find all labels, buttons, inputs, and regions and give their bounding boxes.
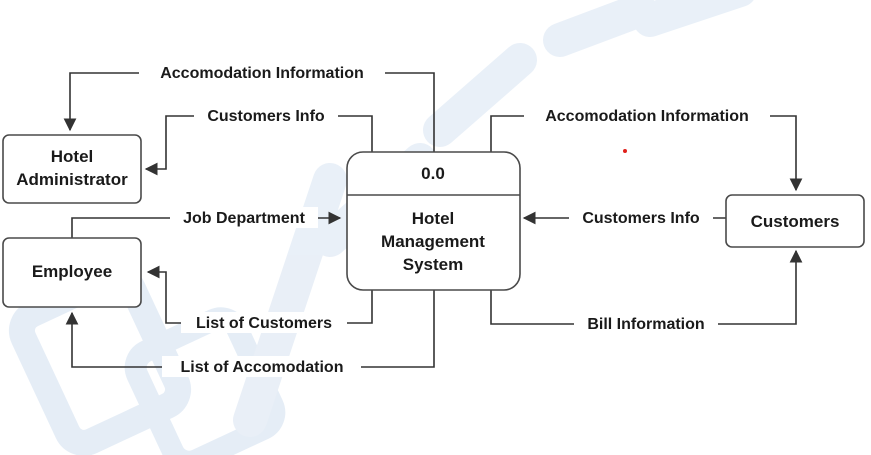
- svg-text:Accomodation Information: Accomodation Information: [160, 65, 364, 82]
- svg-text:Administrator: Administrator: [16, 170, 128, 189]
- svg-text:List of Accomodation: List of Accomodation: [181, 359, 344, 376]
- entity-hotel-administrator: Hotel Administrator: [2, 134, 142, 204]
- flow-label-list-of-customers: List of Customers: [181, 312, 347, 333]
- svg-text:Customers Info: Customers Info: [207, 108, 325, 125]
- svg-text:Management: Management: [381, 232, 485, 251]
- flow-label-accom-info-admin: Accomodation Information: [139, 62, 385, 83]
- red-dot: [623, 149, 627, 153]
- flow-line-list-of-customers: [146, 265, 373, 324]
- entity-employee: Employee: [2, 237, 142, 308]
- flow-label-bill-information: Bill Information: [574, 313, 718, 334]
- svg-text:List of Customers: List of Customers: [196, 315, 332, 332]
- svg-text:Job Department: Job Department: [183, 210, 305, 227]
- svg-text:Customers Info: Customers Info: [582, 210, 700, 227]
- svg-text:Accomodation Information: Accomodation Information: [545, 108, 749, 125]
- flow-label-customers-info-admin: Customers Info: [194, 105, 338, 126]
- svg-text:Employee: Employee: [32, 262, 112, 281]
- flow-label-job-department: Job Department: [170, 207, 318, 228]
- svg-text:Customers: Customers: [751, 212, 840, 231]
- flow-line-customers-info-admin: [144, 115, 373, 176]
- process-id: 0.0: [421, 164, 445, 183]
- entity-customers: Customers: [725, 194, 865, 248]
- flow-label-list-of-accomodation: List of Accomodation: [162, 356, 361, 377]
- svg-text:Bill Information: Bill Information: [587, 316, 704, 333]
- flow-line-accom-info-customers: [490, 115, 803, 192]
- svg-text:System: System: [403, 255, 463, 274]
- svg-text:Hotel: Hotel: [412, 209, 455, 228]
- flow-label-customers-info-process: Customers Info: [569, 207, 713, 228]
- process-hotel-management-system: 0.0 Hotel Management System: [346, 151, 521, 291]
- svg-text:Hotel: Hotel: [51, 147, 94, 166]
- flow-label-accom-info-customers: Accomodation Information: [524, 105, 770, 126]
